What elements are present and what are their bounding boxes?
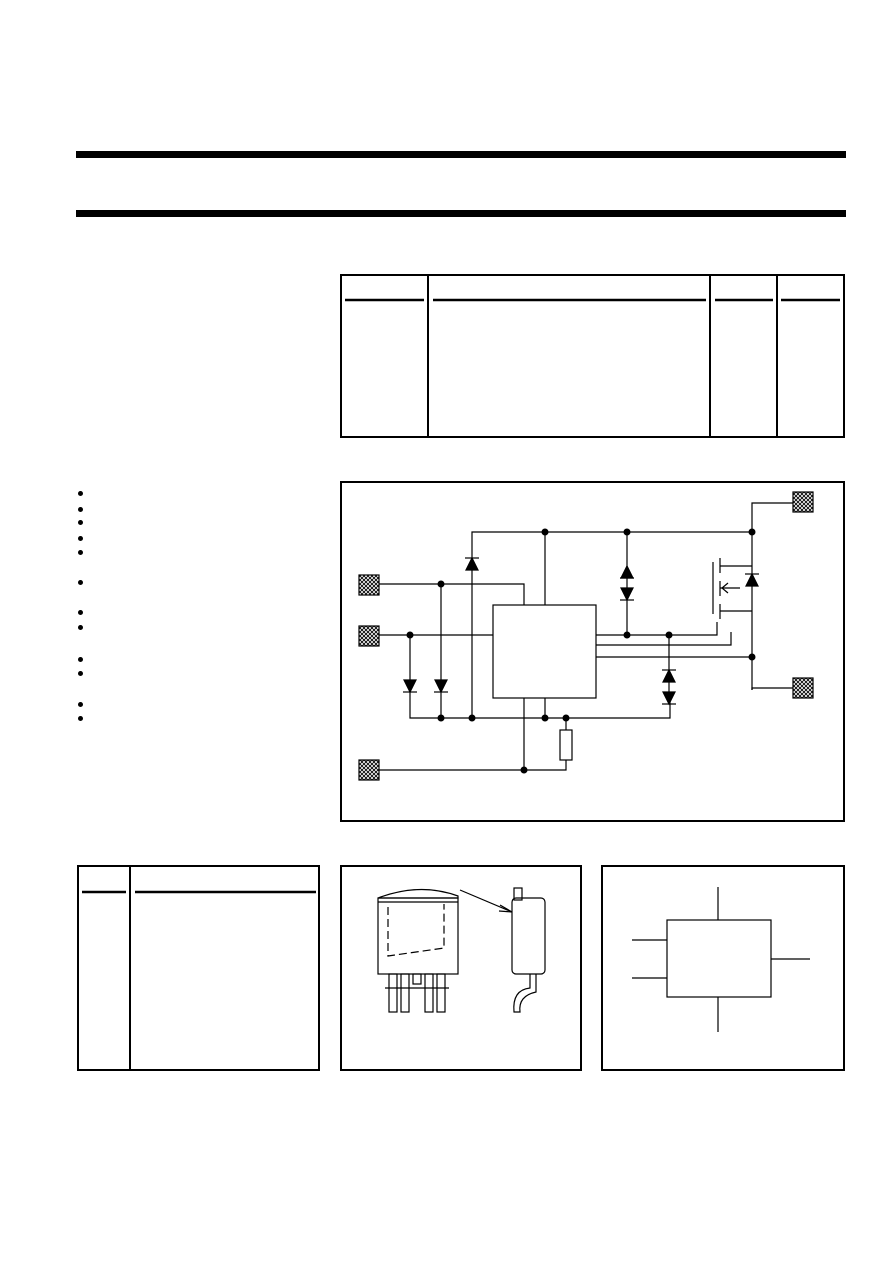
- terminal-pad: [358, 759, 380, 781]
- header-rule-bottom: [76, 210, 846, 217]
- functional-block-diagram: [358, 491, 814, 781]
- list-item: [78, 491, 83, 496]
- list-item: [78, 702, 83, 707]
- terminal-pad: [358, 574, 380, 596]
- pinning-table: [77, 865, 320, 1071]
- quick-reference-grid: [345, 275, 840, 437]
- terminal-pad: [792, 677, 814, 699]
- list-item: [78, 550, 83, 555]
- control-block: [492, 604, 597, 699]
- list-item: [78, 625, 83, 630]
- list-item: [78, 580, 83, 585]
- list-item: [78, 610, 83, 615]
- list-item: [78, 716, 83, 721]
- terminal-pad: [792, 491, 814, 513]
- list-item: [78, 657, 83, 662]
- resistor: [559, 729, 573, 761]
- symbol-drawing: [632, 887, 810, 1032]
- list-item: [78, 671, 83, 676]
- terminal-pad: [358, 625, 380, 647]
- list-item: [78, 536, 83, 541]
- header-rule-top: [76, 151, 846, 158]
- list-item: [78, 520, 83, 525]
- pinning-table-grid: [82, 866, 316, 1070]
- symbol-frame: [601, 865, 845, 1071]
- package-outline-frame: [340, 865, 582, 1071]
- package-outline-drawing: [377, 887, 546, 1013]
- quick-reference-table: [340, 274, 845, 438]
- functional-diagram-frame: [340, 481, 845, 822]
- list-item: [78, 507, 83, 512]
